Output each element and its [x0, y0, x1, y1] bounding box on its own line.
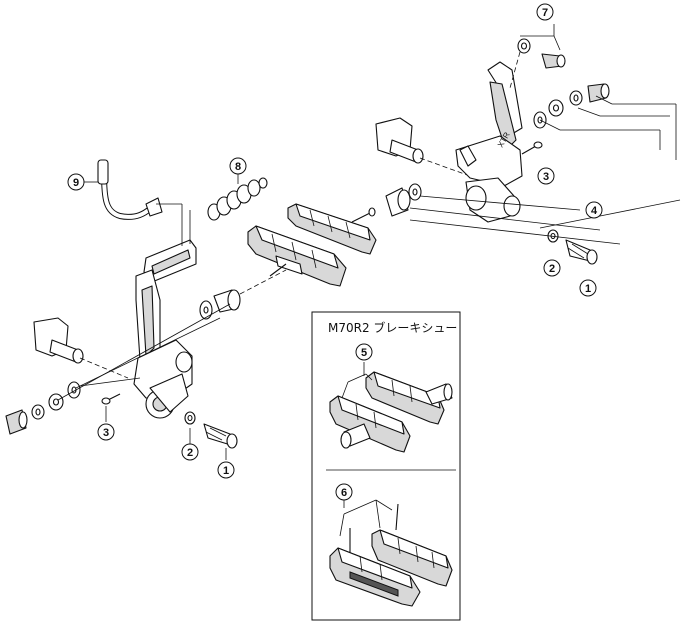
inset-title: M70R2 ブレーキシュー — [328, 320, 457, 335]
callout-7-label: 7 — [542, 7, 548, 19]
center-shoe-spacers — [199, 289, 241, 320]
right-frame-boss — [375, 117, 471, 177]
callout-2-right: 2 — [543, 259, 561, 277]
callout-5: 5 — [355, 343, 373, 361]
callout-2-left-label: 2 — [187, 447, 193, 459]
inset-upper-shoe-pair — [329, 362, 453, 453]
left-frame-boss — [33, 317, 129, 379]
right-fixing-bolt — [547, 229, 598, 265]
inset-m70r2-brake-shoe — [311, 311, 461, 621]
left-tension-screw — [101, 393, 121, 405]
callout-3-left-label: 3 — [103, 427, 109, 439]
left-brake-arm-assembly — [5, 159, 268, 460]
right-shoe-washers — [385, 183, 422, 217]
callout-3-right-label: 3 — [543, 171, 549, 183]
left-pivot-washers — [5, 381, 81, 435]
callout-2-right-label: 2 — [549, 263, 555, 275]
right-link-parts — [509, 38, 566, 89]
callout-9: 9 — [67, 173, 85, 191]
right-tension-screw — [521, 141, 543, 155]
callout-2-left: 2 — [181, 443, 199, 461]
callout-6-label: 6 — [341, 487, 347, 499]
callout-4-label: 4 — [591, 205, 598, 217]
callout-1-right-label: 1 — [585, 283, 591, 295]
callout-8: 8 — [229, 157, 247, 175]
right-brake-arm-assembly: XTR — [375, 24, 681, 265]
right-brake-arm: XTR — [455, 61, 523, 223]
callout-3-left: 3 — [97, 423, 115, 441]
callout-1-left-label: 1 — [223, 465, 229, 477]
callout-1-right: 1 — [579, 279, 597, 297]
callout-5-label: 5 — [361, 347, 367, 359]
callout-8-label: 8 — [235, 161, 241, 173]
right-leader-lines — [409, 24, 681, 245]
center-brake-shoes — [199, 203, 377, 320]
callout-4: 4 — [585, 201, 603, 219]
lower-brake-shoe — [247, 225, 347, 287]
inset-lower-shoe-pair — [329, 499, 453, 607]
callout-3-right: 3 — [537, 167, 555, 185]
callout-9-label: 9 — [73, 177, 79, 189]
callout-7: 7 — [536, 3, 554, 21]
callout-1-left: 1 — [217, 461, 235, 479]
noodle-boot — [207, 177, 268, 221]
callout-6: 6 — [335, 483, 353, 501]
upper-brake-shoe — [287, 203, 377, 255]
cable-noodle — [97, 159, 163, 220]
right-pivot-washers — [533, 83, 610, 129]
left-fixing-bolt — [184, 411, 238, 449]
left-leader-lines — [57, 174, 239, 460]
left-brake-arm — [133, 239, 197, 419]
